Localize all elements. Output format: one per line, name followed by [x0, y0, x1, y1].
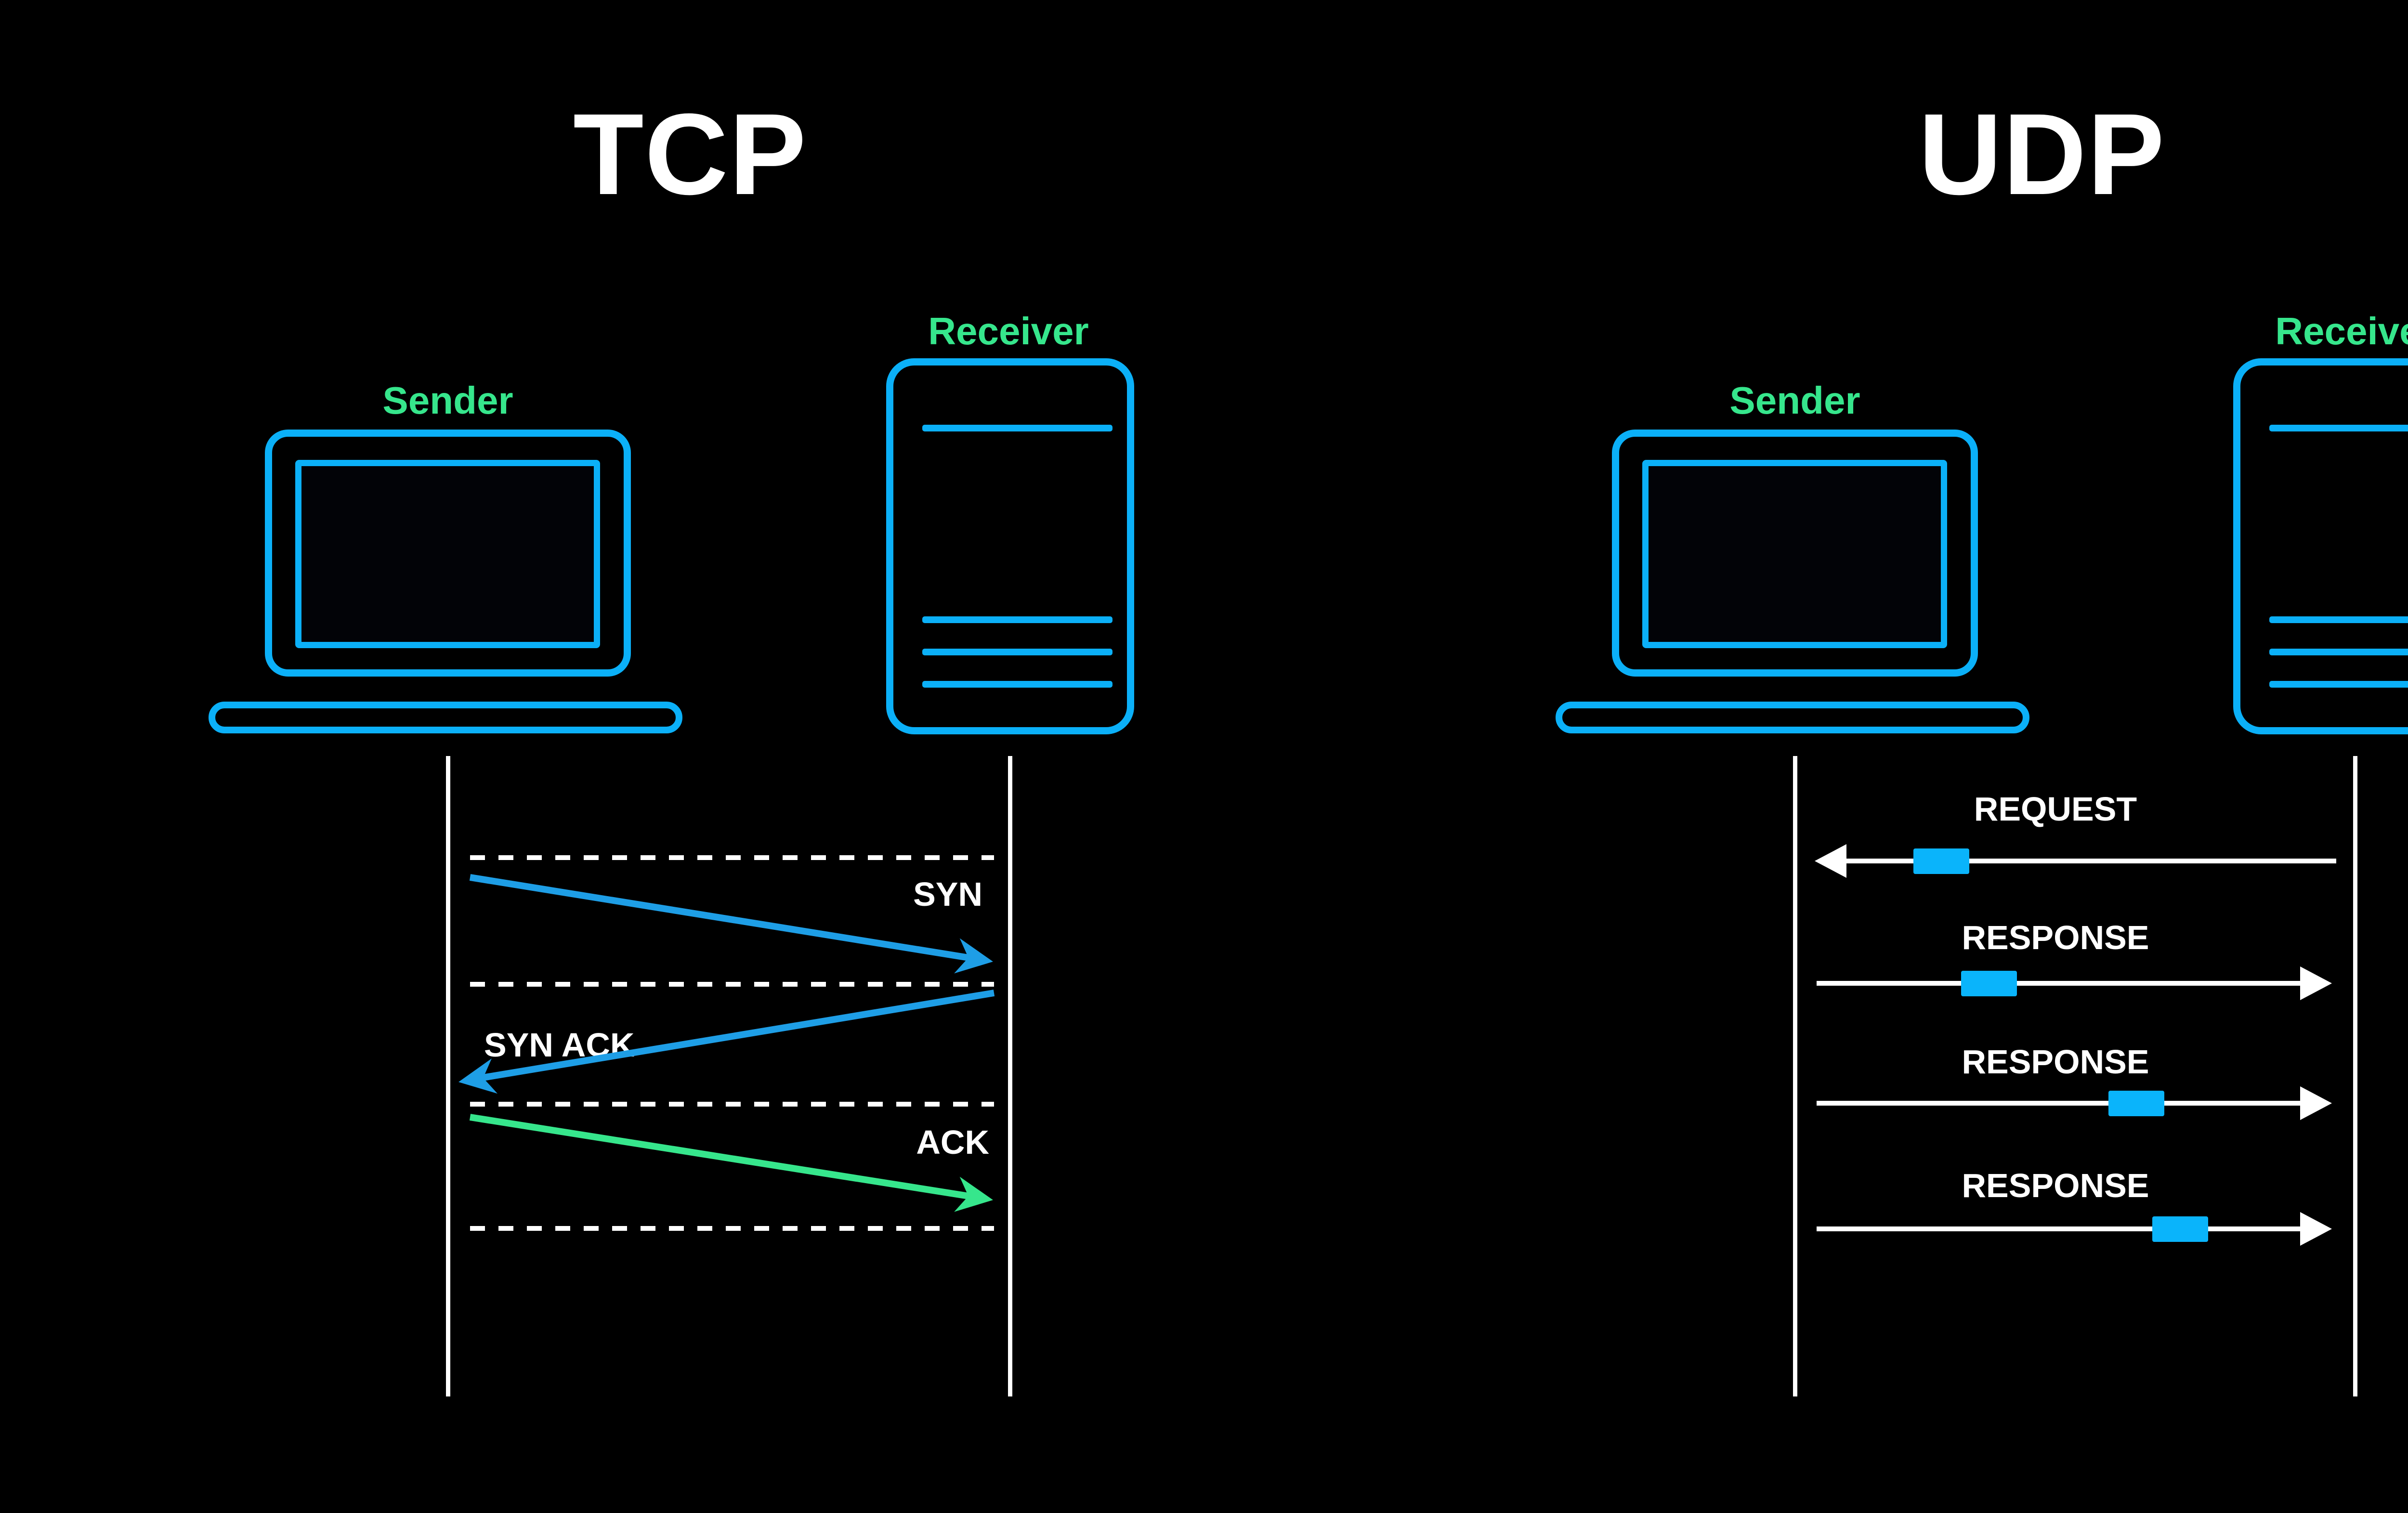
server-slot-line	[2269, 681, 2408, 688]
server-slot-line	[922, 616, 1112, 623]
laptop-screen	[295, 460, 600, 648]
tcp-syn-ack-label: SYN ACK	[484, 1026, 635, 1064]
laptop-lid	[265, 430, 631, 677]
udp-title: UDP	[1918, 90, 2166, 219]
server-case	[886, 358, 1134, 734]
server-slot-line	[922, 681, 1112, 688]
laptop-base	[1556, 702, 2029, 733]
tcp-dashed-separator	[470, 855, 994, 860]
udp-receiver-lifeline	[2353, 756, 2357, 1396]
udp-response-packet-3	[2152, 1216, 2208, 1242]
tcp-dashed-separator	[470, 1226, 994, 1231]
laptop-lid	[1612, 430, 1978, 677]
udp-response-packet-1	[1961, 971, 2017, 996]
udp-request-arrowhead	[1815, 844, 1846, 878]
tcp-syn-arrowhead	[954, 938, 993, 974]
udp-request-packet	[1913, 848, 1969, 874]
laptop-screen	[1642, 460, 1947, 648]
udp-response-arrowhead-2	[2300, 1086, 2332, 1120]
udp-sender-lifeline	[1793, 756, 1797, 1396]
udp-request-label: REQUEST	[1974, 790, 2137, 828]
tcp-dashed-separator	[470, 1102, 994, 1107]
udp-response-arrowhead-1	[2300, 966, 2332, 1000]
udp-response-label-2: RESPONSE	[1962, 1043, 2149, 1081]
udp-receiver-label: Receiver	[2275, 310, 2408, 352]
server-slot-line	[2269, 425, 2408, 431]
server-slot-line	[922, 649, 1112, 655]
server-slot-line	[922, 425, 1112, 431]
tcp-syn-ack-arrowhead	[458, 1058, 498, 1094]
laptop-base	[209, 702, 682, 733]
udp-response-arrowhead-3	[2300, 1212, 2332, 1246]
udp-response-label-3: RESPONSE	[1962, 1167, 2149, 1204]
udp-sender-label: Sender	[1729, 379, 1860, 422]
tcp-title: TCP	[573, 90, 807, 219]
udp-response-packet-2	[2108, 1091, 2164, 1116]
tcp-receiver-lifeline	[1008, 756, 1012, 1396]
tcp-dashed-separator	[470, 982, 994, 987]
tcp-ack-arrowhead	[954, 1176, 993, 1212]
tcp-sender-label: Sender	[382, 379, 513, 422]
server-slot-line	[2269, 616, 2408, 623]
tcp-sender-lifeline	[446, 756, 450, 1396]
tcp-syn-label: SYN	[913, 875, 982, 913]
tcp-ack-label: ACK	[916, 1123, 989, 1161]
server-case	[2233, 358, 2408, 734]
udp-response-label-1: RESPONSE	[1962, 919, 2149, 956]
server-slot-line	[2269, 649, 2408, 655]
tcp-receiver-label: Receiver	[928, 310, 1089, 352]
